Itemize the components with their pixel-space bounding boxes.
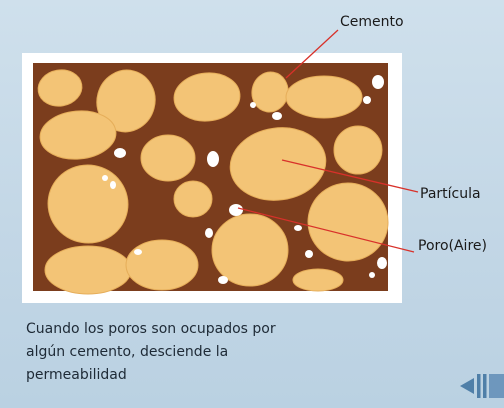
pore bbox=[363, 96, 371, 104]
particle bbox=[229, 127, 327, 201]
pore bbox=[369, 272, 375, 278]
particle bbox=[39, 110, 117, 160]
pore bbox=[134, 249, 142, 255]
particle bbox=[307, 182, 389, 262]
pointer-line-particle bbox=[281, 159, 419, 193]
particle bbox=[285, 75, 363, 119]
pore bbox=[110, 181, 116, 189]
pore bbox=[305, 250, 313, 258]
particles-group bbox=[37, 69, 389, 295]
caption-text: Cuando los poros son ocupados por algún … bbox=[26, 318, 386, 387]
pore bbox=[372, 75, 384, 89]
particle bbox=[47, 164, 129, 244]
label-pore: Poro(Aire) bbox=[418, 238, 487, 254]
pore bbox=[272, 112, 282, 120]
pore bbox=[114, 148, 126, 158]
particle bbox=[37, 69, 83, 107]
particle bbox=[292, 268, 344, 292]
pore bbox=[207, 151, 219, 167]
caption-line: Cuando los poros son ocupados por bbox=[26, 321, 276, 337]
particle bbox=[211, 213, 289, 287]
pore bbox=[294, 225, 302, 231]
caption-line: permeabilidad bbox=[26, 367, 127, 383]
pore bbox=[377, 257, 387, 269]
particle bbox=[333, 125, 383, 175]
pointer-line-cement bbox=[285, 29, 339, 79]
caption-line: algún cemento, desciende la bbox=[26, 344, 229, 360]
pore bbox=[229, 204, 243, 216]
pointer-lines bbox=[237, 29, 419, 253]
pore bbox=[218, 276, 228, 284]
label-cement: Cemento bbox=[340, 14, 404, 30]
pore bbox=[205, 228, 213, 238]
particle bbox=[96, 69, 156, 133]
particle bbox=[173, 180, 213, 218]
prev-arrow-icon[interactable] bbox=[460, 374, 504, 398]
particle bbox=[173, 72, 241, 122]
label-particle: Partícula bbox=[420, 186, 481, 202]
pore bbox=[102, 175, 108, 181]
pores-group bbox=[102, 75, 387, 284]
particle bbox=[125, 239, 199, 291]
pointer-line-pore bbox=[237, 207, 415, 253]
pore bbox=[250, 102, 256, 108]
particle bbox=[44, 245, 132, 295]
particle bbox=[140, 134, 196, 182]
